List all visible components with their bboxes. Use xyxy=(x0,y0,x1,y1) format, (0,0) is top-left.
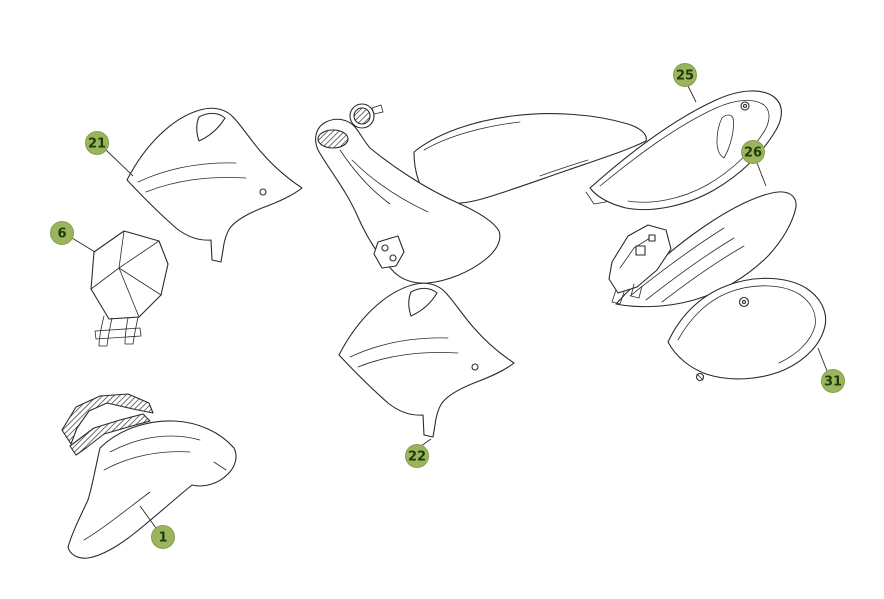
callout-31[interactable]: 31 xyxy=(821,369,845,393)
rear-bracket-drawing xyxy=(608,224,672,305)
callout-31-label: 31 xyxy=(824,375,842,390)
right-radiator-shroud-drawing xyxy=(338,282,515,438)
callout-21[interactable]: 21 xyxy=(85,131,109,155)
callout-6-label: 6 xyxy=(57,227,66,242)
headlight-number-plate-drawing xyxy=(90,230,169,347)
fuel-cap-drawing xyxy=(349,103,384,129)
left-side-panel-drawing xyxy=(589,90,782,211)
callout-21-label: 21 xyxy=(88,137,106,152)
fuel-tank-drawing xyxy=(315,118,501,284)
callout-26[interactable]: 26 xyxy=(741,140,765,164)
callout-22[interactable]: 22 xyxy=(405,444,429,468)
leader-lines xyxy=(71,85,828,529)
front-fender-drawing xyxy=(61,393,237,559)
rear-fender-drawing xyxy=(615,191,797,308)
callout-6[interactable]: 6 xyxy=(50,221,74,245)
callout-1-label: 1 xyxy=(158,531,167,546)
callout-25-label: 25 xyxy=(676,69,694,84)
callout-25[interactable]: 25 xyxy=(673,63,697,87)
callout-22-label: 22 xyxy=(408,450,426,465)
left-radiator-shroud-drawing xyxy=(126,107,303,263)
callout-1[interactable]: 1 xyxy=(151,525,175,549)
callout-26-label: 26 xyxy=(744,146,762,161)
right-side-panel-drawing xyxy=(667,277,827,382)
